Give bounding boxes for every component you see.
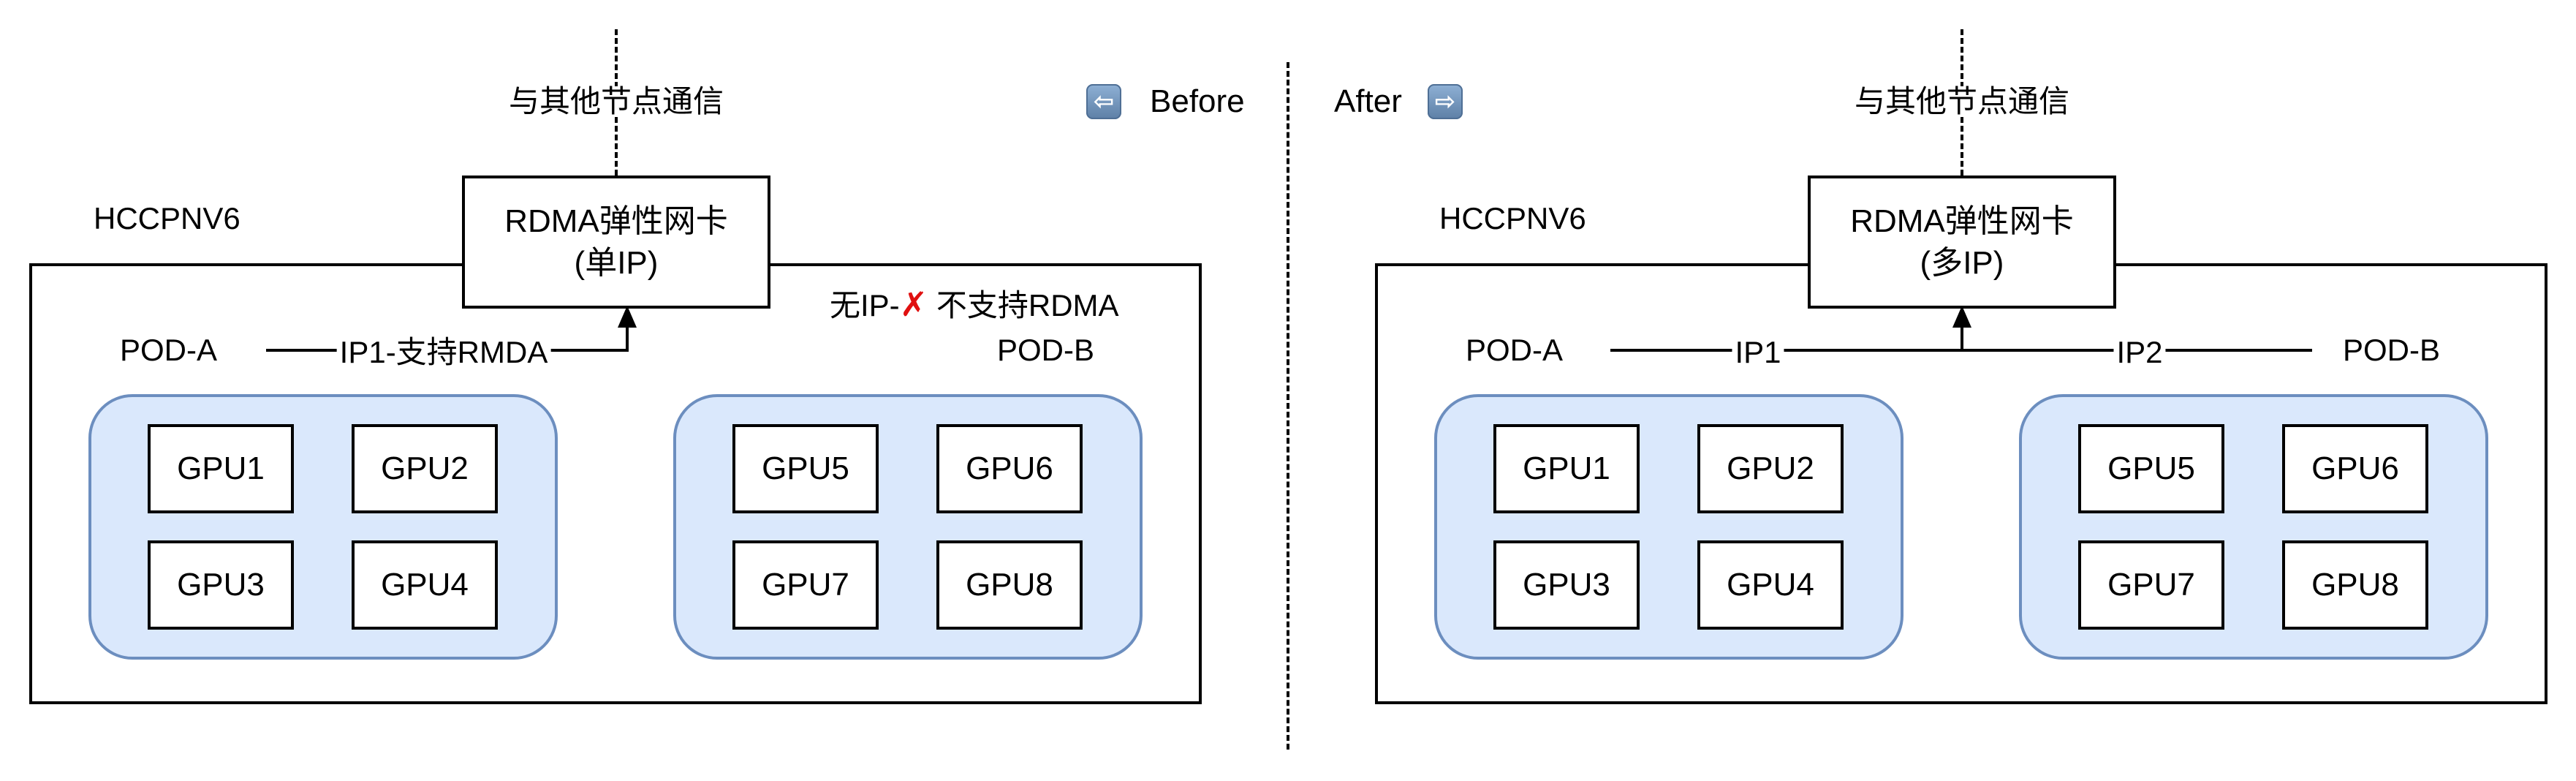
ip2-label: IP2 (2113, 337, 2166, 368)
nic-subtitle: (多IP) (1920, 245, 2004, 281)
gpu-box: GPU6 (2282, 424, 2428, 513)
gpu-box: GPU7 (2078, 540, 2224, 630)
pod-b-label: POD-B (2343, 333, 2441, 367)
gpu-box: GPU2 (352, 424, 498, 513)
pod-a-label: POD-A (1466, 333, 1564, 367)
pod-a-link-riser (626, 322, 629, 350)
pod-b-note-prefix: 无IP- (830, 288, 900, 322)
before-after-divider (1287, 62, 1289, 750)
nic-title: RDMA弹性网卡 (1850, 203, 2074, 239)
pod-b-label: POD-B (997, 333, 1095, 367)
gpu-box: GPU3 (1493, 540, 1640, 630)
arrow-up-icon (618, 306, 637, 328)
gpu-box: GPU6 (936, 424, 1083, 513)
gpu-box: GPU2 (1697, 424, 1844, 513)
gpu-box: GPU5 (2078, 424, 2224, 513)
ip1-label: IP1 (1732, 337, 1784, 368)
gpu-box: GPU1 (148, 424, 294, 513)
pod-b-note-suffix: 不支持RDMA (928, 288, 1119, 322)
pod-a-label: POD-A (120, 333, 218, 367)
rdma-nic-box: RDMA弹性网卡 (多IP) (1808, 176, 2116, 309)
nic-subtitle: (单IP) (574, 245, 659, 281)
after-label: After (1334, 83, 1402, 119)
red-x-icon: ✗ (899, 285, 928, 323)
pod-b-note: 无IP-✗ 不支持RDMA (830, 287, 1119, 321)
node-label: HCCPNV6 (1439, 201, 1586, 235)
shared-link-line (1610, 349, 2312, 352)
gpu-box: GPU4 (352, 540, 498, 630)
pod-a-link-label: IP1-支持RMDA (336, 337, 551, 368)
gpu-box: GPU1 (1493, 424, 1640, 513)
external-comm-label: 与其他节点通信 (1851, 86, 2073, 117)
nic-riser (1961, 322, 1963, 350)
gpu-box: GPU8 (2282, 540, 2428, 630)
arrow-up-icon (1952, 306, 1971, 328)
node-label: HCCPNV6 (94, 201, 240, 235)
rdma-nic-box: RDMA弹性网卡 (单IP) (462, 176, 770, 309)
gpu-box: GPU5 (732, 424, 879, 513)
right-arrow-icon: ⇨ (1428, 84, 1463, 119)
gpu-box: GPU7 (732, 540, 879, 630)
left-arrow-icon: ⇦ (1086, 84, 1121, 119)
external-comm-label: 与其他节点通信 (505, 86, 727, 117)
nic-title: RDMA弹性网卡 (504, 203, 728, 239)
gpu-box: GPU8 (936, 540, 1083, 630)
gpu-box: GPU4 (1697, 540, 1844, 630)
before-label: Before (1150, 83, 1245, 119)
gpu-box: GPU3 (148, 540, 294, 630)
